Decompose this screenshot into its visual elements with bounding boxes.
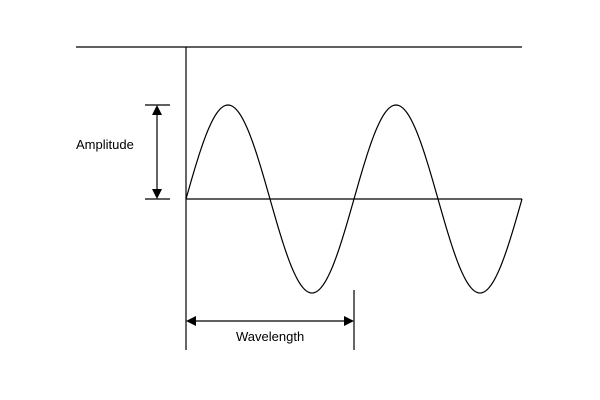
- amplitude-label: Amplitude: [76, 137, 134, 152]
- amplitude-marker: Amplitude: [76, 104, 170, 200]
- amplitude-arrowhead-up: [152, 105, 162, 115]
- amplitude-arrowhead-down: [152, 189, 162, 199]
- wavelength-arrowhead-right: [344, 316, 354, 326]
- wavelength-marker: Wavelength: [186, 290, 355, 350]
- wavelength-arrowhead-left: [186, 316, 196, 326]
- wavelength-label: Wavelength: [236, 329, 304, 344]
- sine-wave: [185, 104, 523, 294]
